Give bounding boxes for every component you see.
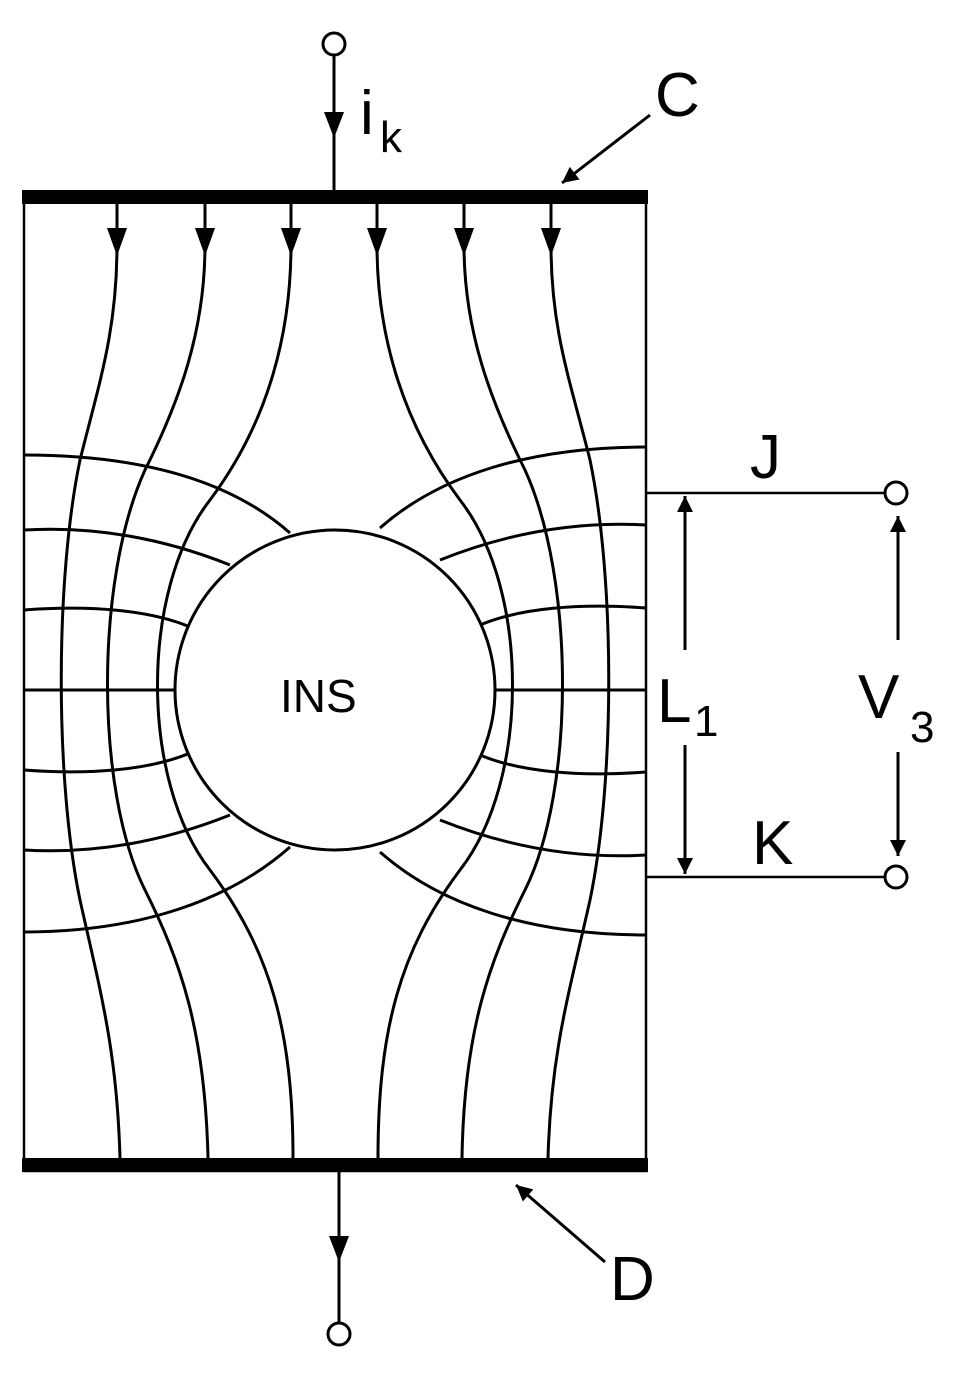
flow-arrowheads bbox=[107, 228, 561, 256]
probe-j-terminal bbox=[883, 480, 909, 506]
bottom-electrode-label: D bbox=[610, 1245, 655, 1314]
current-label: i bbox=[360, 79, 374, 148]
probe-j-label: J bbox=[750, 423, 781, 492]
voltage-label: V bbox=[858, 663, 900, 732]
bottom-electrode-bar bbox=[22, 1158, 648, 1172]
flow-line bbox=[546, 204, 611, 1159]
bottom-terminal bbox=[326, 1321, 352, 1347]
insulating-inclusion bbox=[173, 528, 497, 852]
inclusion-label: INS bbox=[280, 670, 357, 722]
flow-line bbox=[59, 204, 122, 1159]
flow-line bbox=[156, 204, 295, 1159]
top-electrode-label: C bbox=[655, 61, 700, 130]
flow-line bbox=[106, 204, 210, 1159]
flow-line bbox=[460, 204, 564, 1159]
probe-k-label: K bbox=[752, 809, 793, 878]
length-subscript: 1 bbox=[694, 697, 718, 746]
length-label: L bbox=[657, 667, 691, 736]
voltage-subscript: 3 bbox=[910, 703, 934, 752]
flow-line bbox=[375, 204, 514, 1159]
equipotential-lines-right bbox=[379, 445, 647, 937]
top-electrode-bar bbox=[22, 190, 648, 204]
bottom-lead-arrowhead bbox=[329, 1236, 349, 1262]
probe-k-terminal bbox=[883, 864, 909, 890]
equipotential-lines-left bbox=[23, 453, 291, 934]
current-subscript: k bbox=[380, 113, 403, 162]
top-terminal bbox=[321, 31, 347, 57]
d-pointer-arrow bbox=[515, 1183, 606, 1264]
c-pointer-arrow bbox=[561, 113, 651, 185]
top-lead-arrowhead bbox=[324, 112, 344, 138]
